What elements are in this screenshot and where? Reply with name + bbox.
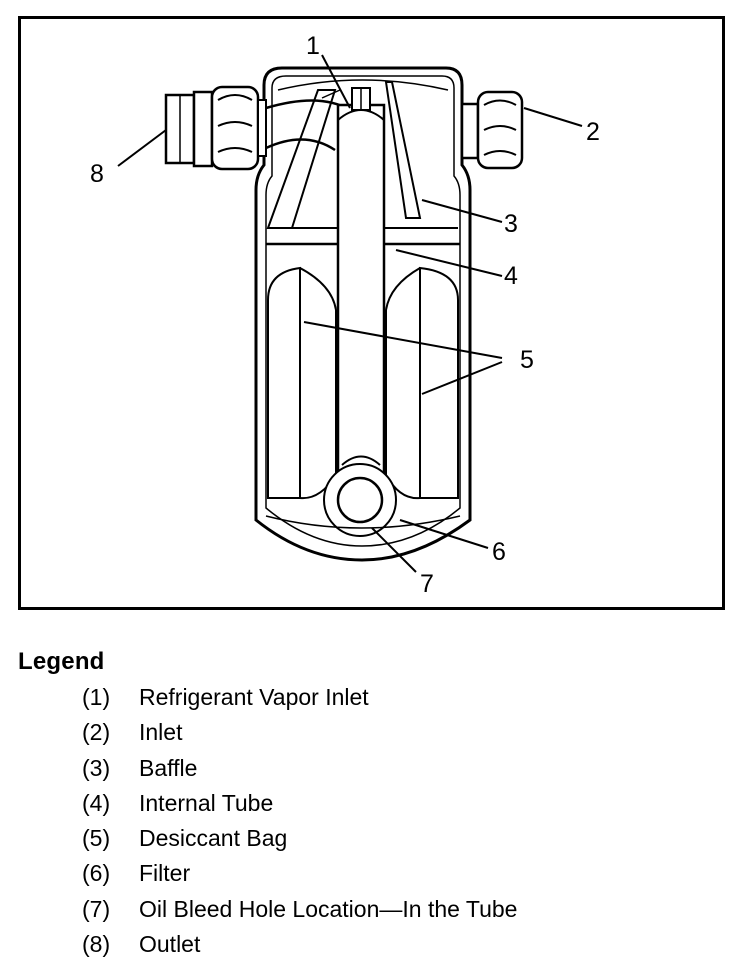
legend-item-label: Inlet — [139, 719, 183, 746]
legend-item: (5) Desiccant Bag — [82, 821, 738, 856]
legend-item: (4) Internal Tube — [82, 786, 738, 821]
canister-body — [254, 66, 472, 562]
legend-item-number: (2) — [82, 719, 111, 746]
legend-item-label: Filter — [139, 860, 191, 887]
callout-7: 7 — [420, 570, 434, 598]
oil-bleed-hole — [336, 476, 384, 524]
baffle-right — [384, 81, 422, 219]
legend-item: (6) Filter — [82, 856, 738, 891]
legend-item-number: (4) — [82, 789, 111, 816]
accumulator-diagram: 1 2 3 4 5 6 7 8 — [18, 16, 725, 610]
canister-top-dome — [277, 79, 449, 91]
legend-item-label: Outlet — [139, 931, 201, 958]
callout-8: 8 — [90, 160, 104, 188]
legend-item: (8) Outlet — [82, 927, 738, 962]
callout-1: 1 — [306, 32, 320, 60]
leader-lines — [117, 54, 583, 573]
internal-tube — [336, 103, 386, 475]
legend-list: (1) Refrigerant Vapor Inlet (2) Inlet (3) B… — [18, 680, 738, 962]
figure-border — [18, 16, 725, 610]
legend-item-number: (7) — [82, 895, 111, 922]
callout-4: 4 — [504, 262, 518, 290]
legend-item: (3) Baffle — [82, 751, 738, 786]
legend-item-number: (8) — [82, 931, 111, 958]
accumulator-drawing: 1 2 3 4 5 6 7 8 — [18, 16, 725, 610]
callout-3: 3 — [504, 210, 518, 238]
legend-item-label: Refrigerant Vapor Inlet — [139, 684, 369, 710]
legend-item-label: Desiccant Bag — [139, 825, 288, 852]
legend-item: (7) Oil Bleed Hole Location—In the Tube — [82, 892, 738, 927]
legend-item: (1) Refrigerant Vapor Inlet — [82, 680, 738, 715]
desiccant-bag-left-outer — [267, 266, 301, 499]
legend-item-label: Baffle — [139, 754, 198, 781]
baffle-left — [266, 89, 337, 229]
legend-title: Legend — [18, 648, 105, 675]
outlet-fitting — [164, 85, 267, 171]
legend-item-label: Internal Tube — [139, 789, 274, 816]
callout-6: 6 — [492, 538, 506, 566]
canister-inner-wall — [265, 75, 461, 547]
legend-item-label: Oil Bleed Hole Location—In the Tube — [139, 895, 518, 922]
legend-item: (2) Inlet — [82, 715, 738, 750]
inlet-fitting — [460, 90, 524, 170]
legend-item-number: (6) — [82, 860, 111, 887]
legend: Legend (1) Refrigerant Vapor Inlet (2) Inl… — [18, 648, 738, 962]
desiccant-bag-left-inner — [299, 267, 337, 500]
callout-5: 5 — [520, 346, 534, 374]
legend-item-number: (3) — [82, 754, 111, 781]
desiccant-bag-right-inner — [385, 267, 421, 500]
legend-item-number: (1) — [82, 684, 111, 710]
callout-2: 2 — [586, 118, 600, 146]
outlet-pipe-bottom — [265, 138, 336, 152]
desiccant-bag-right-outer — [419, 266, 459, 499]
legend-item-number: (5) — [82, 825, 111, 852]
